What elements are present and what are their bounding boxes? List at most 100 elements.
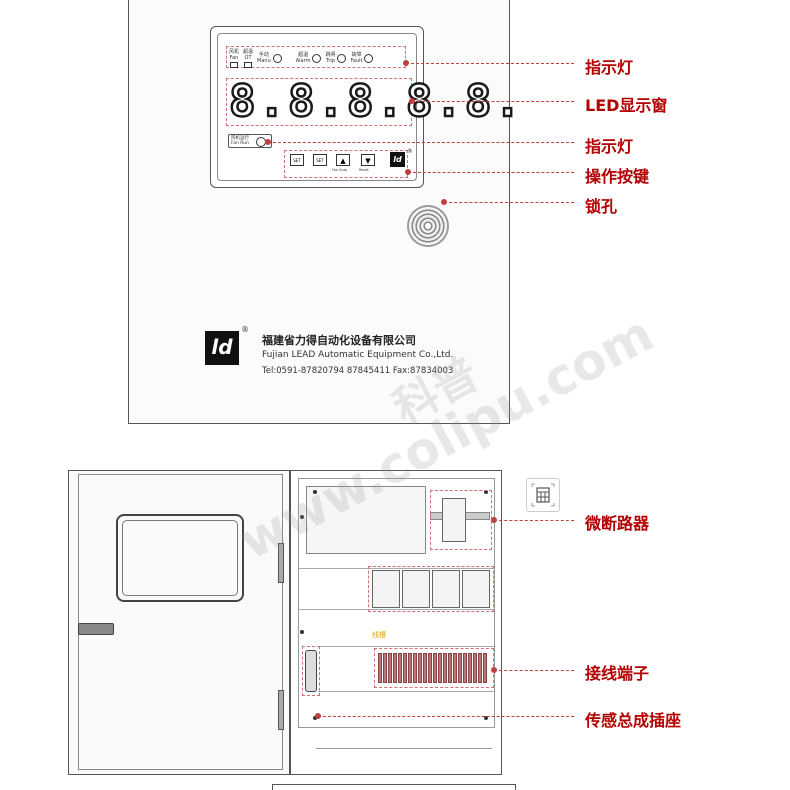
- sensor-socket-highlight: [302, 646, 320, 696]
- callout-dot: [491, 517, 497, 523]
- callout-breaker: 微断路器: [585, 514, 650, 533]
- callout-dot: [441, 199, 447, 205]
- callout-line: [406, 63, 574, 64]
- fan-run-label: 风机运行 Fan Run: [231, 136, 249, 146]
- callout-dot: [491, 667, 497, 673]
- terminal: [428, 653, 432, 683]
- screw: [300, 630, 304, 634]
- callout-sensor-socket: 传感总成插座: [585, 711, 682, 730]
- indicator-trip: 跳闸 Trip: [325, 52, 347, 64]
- screw: [484, 716, 488, 720]
- button-group: [284, 150, 408, 178]
- callout-line: [318, 716, 574, 717]
- terminal: [403, 653, 407, 683]
- terminal: [438, 653, 442, 683]
- callout-dot: [265, 139, 271, 145]
- indicator-light-icon: [364, 53, 374, 63]
- terminal: [483, 653, 487, 683]
- callout-line: [412, 101, 574, 102]
- expand-view-button[interactable]: [526, 478, 560, 512]
- hinge-bottom: [278, 690, 284, 730]
- set-button[interactable]: SET: [290, 154, 304, 166]
- callout-line: [494, 670, 574, 671]
- terminal: [398, 653, 402, 683]
- relay-highlight: [368, 566, 494, 612]
- registered-mark-small: ®: [407, 148, 413, 155]
- terminal: [418, 653, 422, 683]
- callout-line: [268, 142, 574, 143]
- terminal: [383, 653, 387, 683]
- callout-indicator-2: 指示灯: [585, 137, 634, 156]
- terminal: [433, 653, 437, 683]
- cabinet-bottom-line: [316, 748, 492, 749]
- terminal-strip: [378, 653, 490, 685]
- callout-dot: [409, 98, 415, 104]
- led-display: 8.8.8.8.8.: [228, 76, 524, 127]
- screw: [300, 515, 304, 519]
- up-button-caption: Fan Auto: [332, 168, 348, 172]
- door-window-frame: [116, 514, 244, 602]
- company-tel: Tel:0591-87820794 87845411 Fax:87834003: [262, 366, 454, 376]
- indicator-fan: 风机 Fan: [229, 49, 239, 68]
- indicator-alarm: 超温 Alarm: [296, 52, 322, 64]
- sensor-socket[interactable]: [305, 650, 317, 692]
- callout-terminals: 接线端子: [585, 664, 650, 683]
- callout-lock: 锁孔: [585, 197, 618, 216]
- callout-dot: [403, 60, 409, 66]
- next-cabinet-edge: [272, 784, 516, 790]
- registered-mark: ®: [241, 325, 249, 334]
- terminal: [443, 653, 447, 683]
- indicator-row: 风机 Fan 超温 OT 手动 Manu 超温 Alarm 跳闸 Trip 故障…: [229, 49, 404, 68]
- relay-module: [402, 570, 430, 608]
- terminal: [423, 653, 427, 683]
- up-arrow-button[interactable]: ▲: [336, 154, 350, 166]
- lock-hole-icon[interactable]: [407, 205, 449, 247]
- callout-line: [444, 202, 574, 203]
- controller-back: [306, 486, 426, 554]
- callout-indicator-1: 指示灯: [585, 58, 634, 77]
- relay-module: [372, 570, 400, 608]
- wire-trough-bottom: [318, 646, 494, 692]
- hinge-top: [278, 543, 284, 583]
- terminal: [473, 653, 477, 683]
- callout-dot: [405, 169, 411, 175]
- mounting-plate: [298, 478, 495, 728]
- fan-run-indicator: 风机运行 Fan Run: [228, 134, 272, 148]
- indicator-group-top: [226, 46, 406, 68]
- callout-led: LED显示窗: [585, 96, 668, 115]
- terminal: [393, 653, 397, 683]
- terminal: [478, 653, 482, 683]
- indicator-light-icon: [337, 53, 347, 63]
- company-name-cn: 福建省力得自动化设备有限公司: [262, 334, 416, 347]
- terminal: [448, 653, 452, 683]
- callout-buttons: 操作按键: [585, 167, 650, 186]
- terminal: [408, 653, 412, 683]
- wire-trough-top: [298, 568, 495, 610]
- down-button-caption: Reset: [359, 168, 369, 172]
- terminal: [378, 653, 382, 683]
- terminal: [463, 653, 467, 683]
- company-name-en: Fujian LEAD Automatic Equipment Co.,Ltd.: [262, 350, 454, 360]
- indicator-fault: 故障 Fault: [350, 52, 374, 64]
- indicator-light-icon: [272, 53, 282, 63]
- relay-module: [462, 570, 490, 608]
- terminal: [453, 653, 457, 683]
- screw: [484, 490, 488, 494]
- callout-dot: [315, 713, 321, 719]
- door-inner-edge: [78, 474, 283, 770]
- screw: [313, 490, 317, 494]
- grid-icon: [531, 483, 555, 507]
- trough-label: 线槽: [372, 631, 386, 639]
- door-handle[interactable]: [78, 623, 114, 635]
- micro-breaker[interactable]: [442, 498, 466, 542]
- set-button-2[interactable]: SET: [313, 154, 327, 166]
- terminal: [388, 653, 392, 683]
- controller-panel-inner: [217, 33, 417, 181]
- terminal: [458, 653, 462, 683]
- door-window: [122, 520, 238, 596]
- indicator-manual: 手动 Manu: [257, 52, 282, 64]
- down-arrow-button[interactable]: ▼: [361, 154, 375, 166]
- callout-line: [494, 520, 574, 521]
- terminal: [413, 653, 417, 683]
- terminal: [468, 653, 472, 683]
